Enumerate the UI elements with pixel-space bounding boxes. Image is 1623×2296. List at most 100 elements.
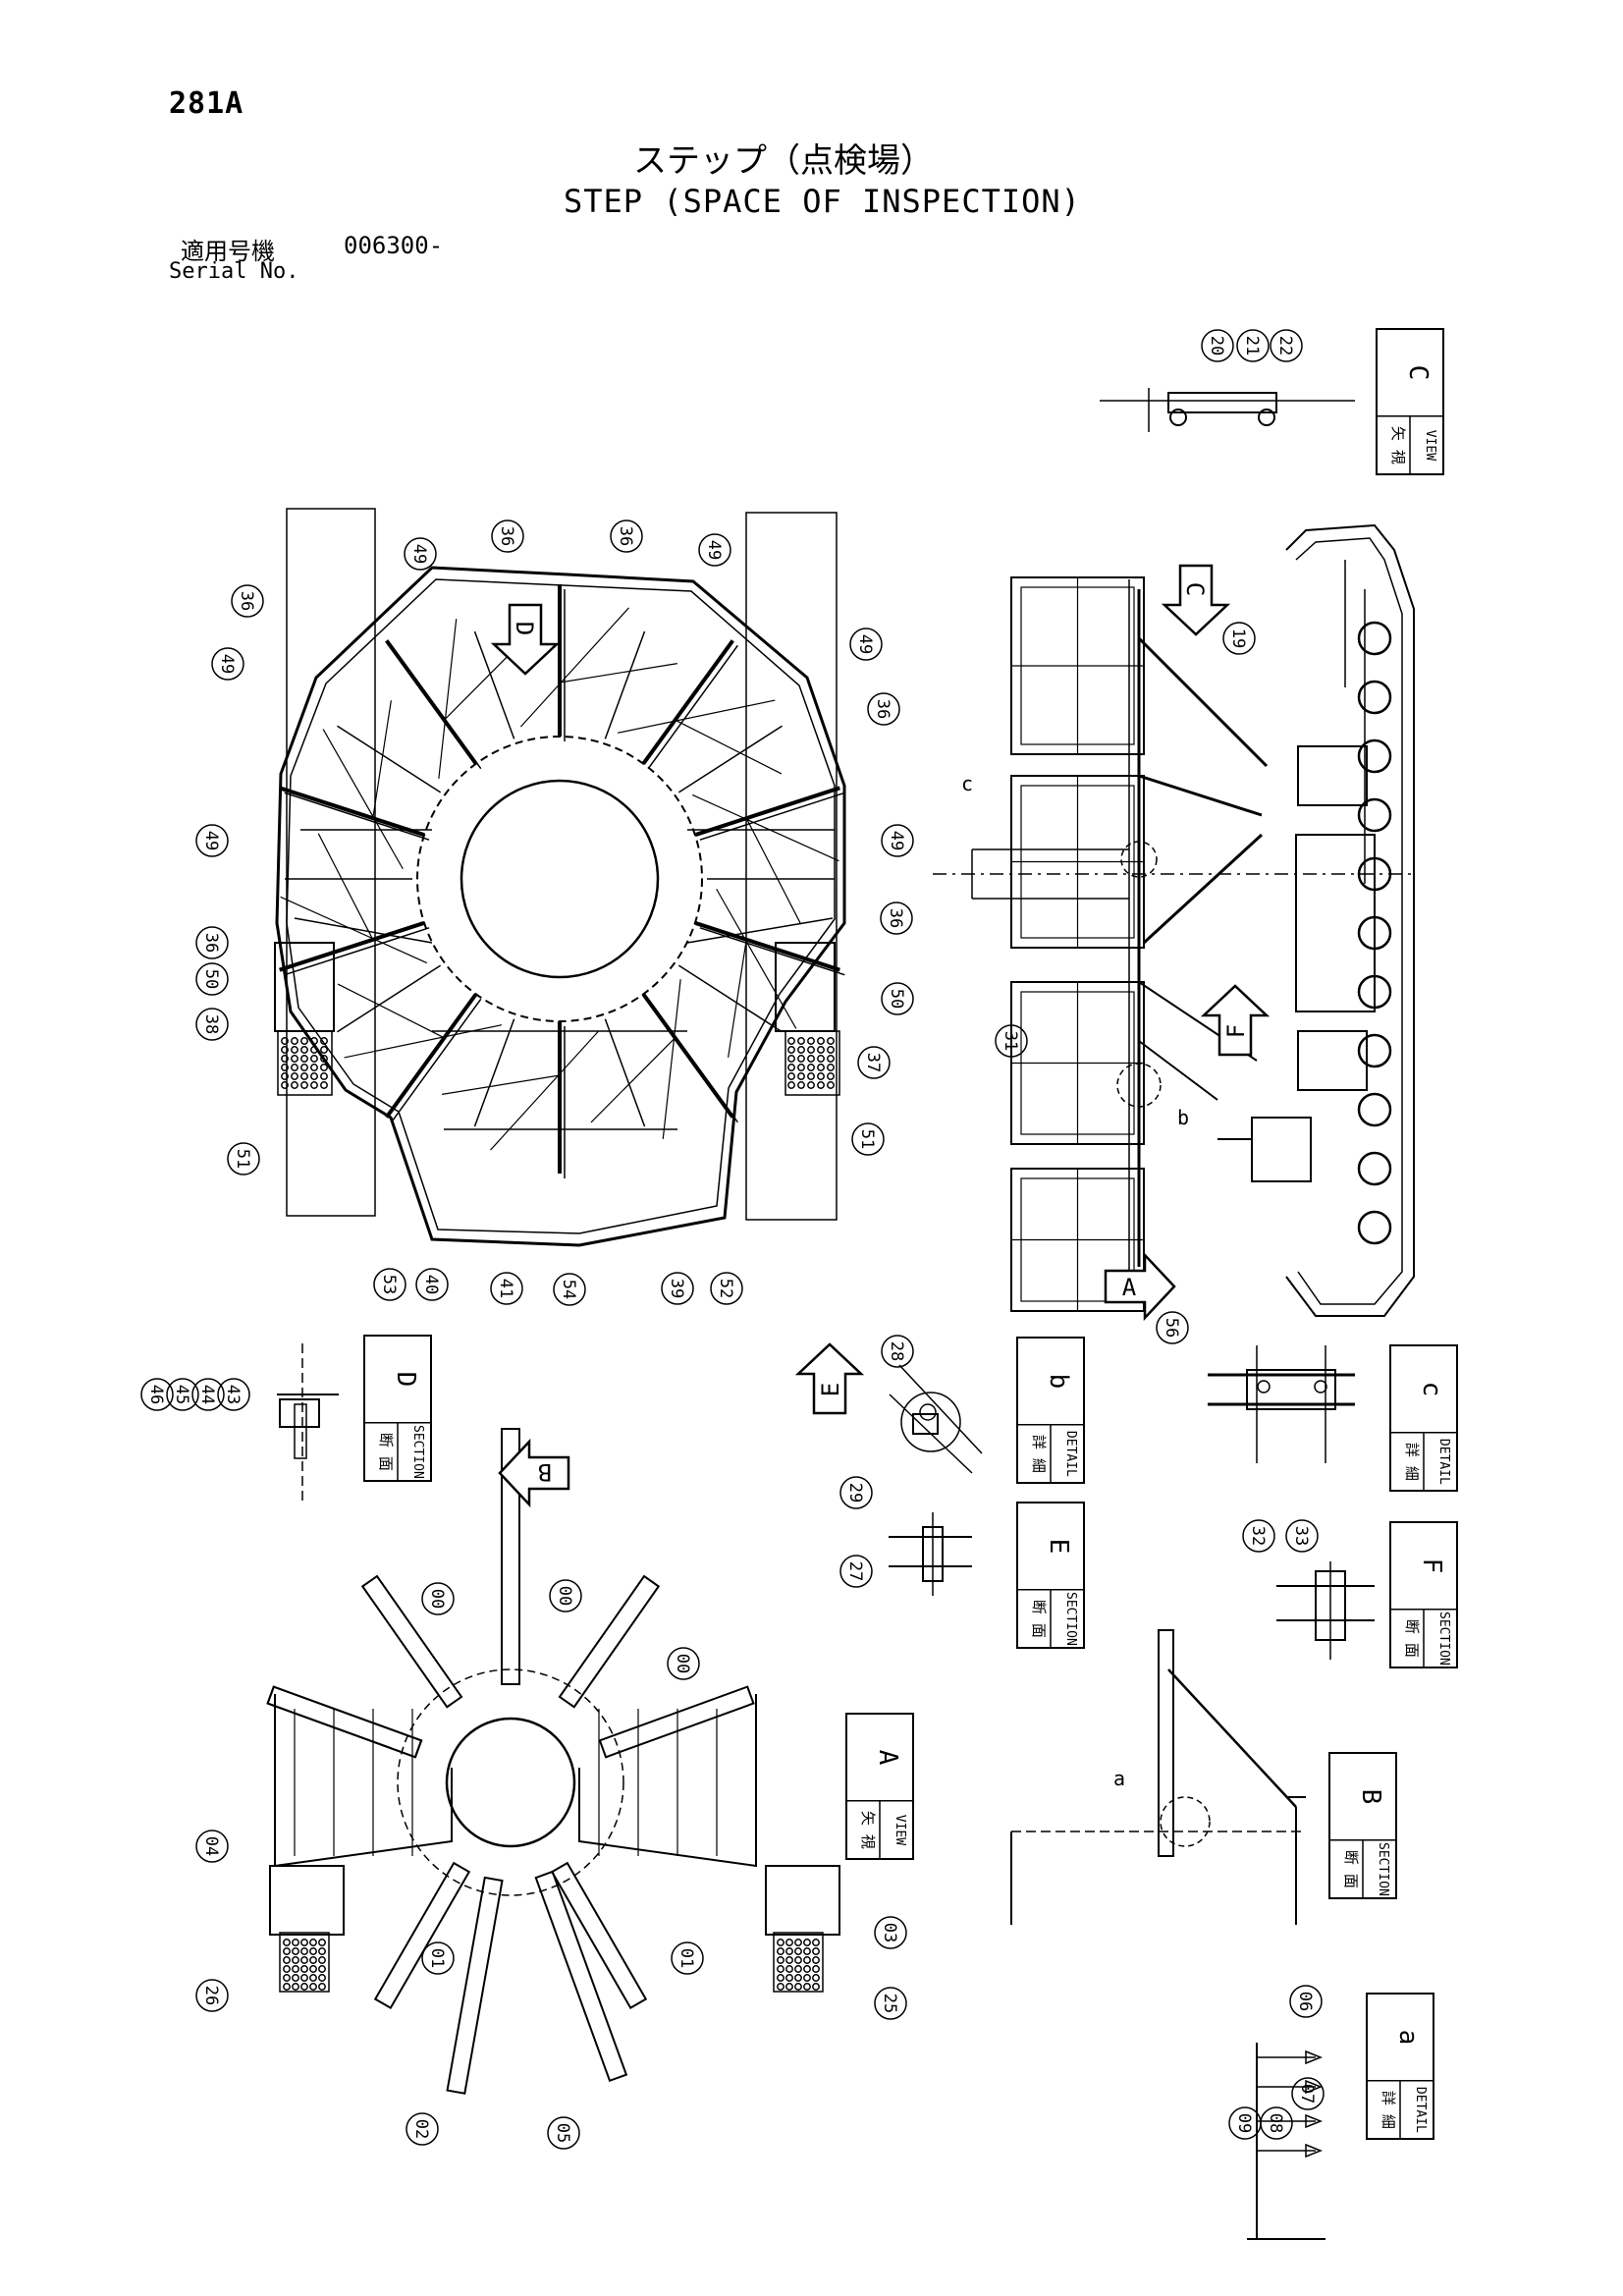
callout-number: 49 (704, 540, 724, 560)
perforation-hole (785, 1947, 793, 1955)
detail-ref-c: c (961, 772, 973, 795)
perforation-hole (291, 1064, 298, 1071)
perforation-hole (300, 1939, 308, 1946)
drawing-line (675, 719, 783, 775)
callout-36: 36 (867, 692, 900, 726)
drawing-circle (1357, 680, 1392, 715)
perforation-hole (787, 1081, 795, 1089)
perforation-hole (812, 1965, 820, 1973)
callout-36: 36 (491, 519, 524, 553)
arrow-letter: F (1222, 1024, 1250, 1038)
drawing-line (337, 964, 442, 1033)
callout-number: 08 (1266, 2113, 1285, 2133)
label-letter: B (1356, 1789, 1385, 1805)
perforation-hole (803, 1947, 811, 1955)
drawing-circle (1357, 1151, 1392, 1186)
callout-circle (421, 1941, 455, 1975)
callout-46: 46 (140, 1378, 174, 1411)
perforation-hole (281, 1037, 289, 1045)
label-english: SECTION (1063, 1592, 1078, 1646)
drawing-line (473, 630, 515, 739)
label-letter: E (1044, 1539, 1073, 1555)
callout-number: 51 (233, 1149, 252, 1169)
beam (550, 1861, 648, 2010)
callout-01: 01 (421, 1941, 455, 1975)
perforation-hole (309, 1947, 317, 1955)
perforation-hole (797, 1064, 805, 1071)
arrow-shape (490, 603, 561, 676)
perforation-hole (827, 1055, 835, 1063)
drawing-line (391, 998, 482, 1123)
perforation-hole (817, 1055, 825, 1063)
callout-number: 20 (1207, 336, 1226, 355)
perforation-hole (803, 1974, 811, 1982)
callout-number: 00 (555, 1586, 574, 1606)
drawing-line (604, 1018, 646, 1127)
label-english: SECTION (410, 1425, 425, 1479)
callout-number: 01 (427, 1948, 447, 1968)
drawing-rect (279, 1932, 330, 1993)
perforation-hole (807, 1081, 815, 1089)
drawing-rect (277, 1030, 333, 1096)
drawing-line (728, 939, 747, 1058)
perforation-hole (310, 1055, 318, 1063)
perforation-hole (785, 1939, 793, 1946)
perforation-hole (300, 1956, 308, 1964)
callout-circle (874, 1987, 907, 2020)
callout-circle (610, 519, 643, 553)
page-number: 281A (169, 86, 244, 121)
callout-number: 56 (1162, 1318, 1181, 1338)
perforation-hole (785, 1983, 793, 1991)
callout-number: 36 (237, 591, 256, 611)
callout-number: 01 (676, 1948, 696, 1968)
perforation-hole (827, 1081, 835, 1089)
callout-number: 21 (1242, 336, 1262, 355)
drawing-line (337, 725, 442, 793)
drawing-circle (445, 1717, 576, 1848)
serial-label-english: Serial No. (169, 259, 299, 284)
drawing-line (385, 993, 478, 1119)
beam (534, 1870, 628, 2083)
callout-circle (404, 537, 437, 571)
perforation-hole (309, 1956, 317, 1964)
callout-number: 33 (1291, 1526, 1311, 1546)
callout-50: 50 (881, 982, 914, 1015)
drawing-line (519, 607, 629, 728)
drawing-line (745, 817, 802, 925)
drawing-line (372, 700, 392, 819)
callout-circle (231, 584, 264, 618)
perforation-hole (309, 1965, 317, 1973)
perforation-hole (794, 1956, 802, 1964)
perforation-hole (787, 1046, 795, 1054)
perforation-hole (817, 1037, 825, 1045)
drawing-line (280, 896, 428, 964)
beam (266, 1685, 423, 1759)
drawing-line (662, 979, 681, 1139)
callout-circle (191, 1378, 225, 1411)
callout-number: 31 (1001, 1031, 1020, 1051)
drawing-line (438, 619, 458, 779)
drawing-line (1138, 774, 1263, 817)
perforation-hole (300, 1974, 308, 1982)
callout-51: 51 (851, 1122, 885, 1156)
callout-circle (195, 824, 229, 857)
drawing-rect (294, 1403, 307, 1459)
drawing-line (694, 920, 840, 972)
arrow-shape (498, 1438, 570, 1508)
callout-circle (491, 519, 524, 553)
label-japanese: 詳 細 (1403, 1443, 1421, 1481)
drawing-rect (1297, 745, 1368, 806)
label-letter: c (1417, 1382, 1446, 1397)
callout-circle (881, 982, 914, 1015)
arrow-letter: A (1122, 1274, 1137, 1301)
callout-49: 49 (881, 824, 914, 857)
callout-52: 52 (710, 1272, 743, 1305)
perforation-hole (310, 1064, 318, 1071)
callout-circle (867, 692, 900, 726)
callout-number: 44 (197, 1385, 217, 1404)
perforation-hole (794, 1965, 802, 1973)
callout-number: 53 (379, 1275, 399, 1294)
drawing-rect (286, 508, 376, 1217)
arrow-A: A (1104, 1251, 1176, 1322)
